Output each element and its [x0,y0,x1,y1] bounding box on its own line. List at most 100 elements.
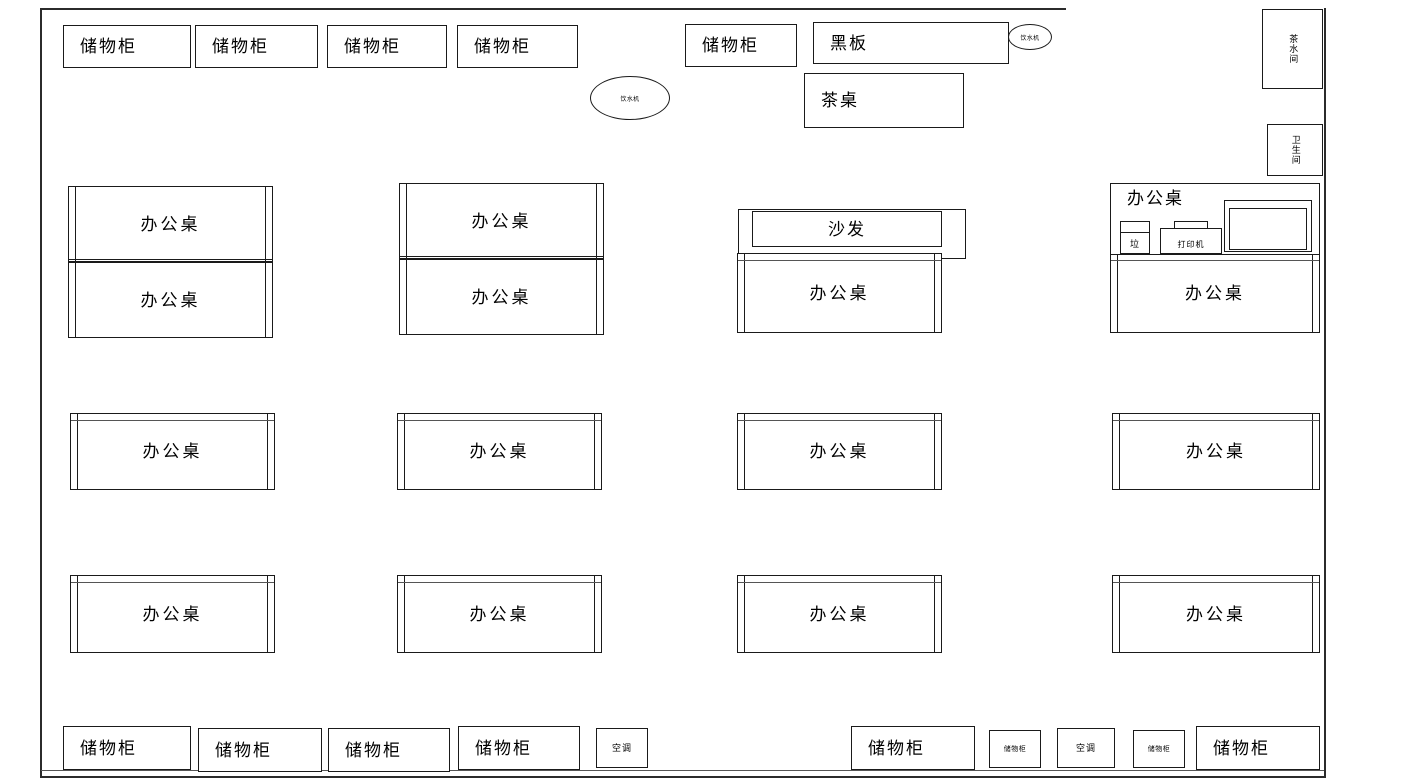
storage-bottom-left-4[interactable]: 储物柜 [458,726,580,770]
desk-label: 办公桌 [471,211,532,231]
trash-bin-label: 垃 [1129,239,1140,249]
desk-label: 办公桌 [1186,442,1246,461]
desk-label: 办公桌 [469,604,530,624]
storage-bottom-left-label: 储物柜 [475,738,532,758]
sofa-label: 沙发 [828,219,866,239]
storage-cabinet-top-3[interactable]: 储物柜 [327,25,447,68]
desk-label: 办公桌 [140,214,201,234]
workstation-label: 办公桌 [1127,189,1184,208]
storage-bottom-left-label: 空调 [611,742,632,753]
water-dispenser-2[interactable]: 饮水机 [1008,24,1052,50]
storage-bottom-right-3[interactable]: 空调 [1057,728,1115,768]
desk-rail-left [744,576,746,652]
desk-row1-6[interactable]: 办公桌 [1110,253,1320,333]
room-vertical-label: 卫生间 [1290,135,1301,165]
desk-label: 办公桌 [1185,283,1245,303]
desk-row1-2[interactable]: 办公桌 [68,262,273,338]
desk-row2-2[interactable]: 办公桌 [397,413,602,490]
desk-row2-4[interactable]: 办公桌 [1112,413,1320,490]
desk-rail-left [406,260,408,334]
desk-rail-right [933,576,935,652]
storage-bottom-left-label: 储物柜 [215,740,272,760]
desk-row1-1[interactable]: 办公桌 [68,186,273,262]
storage-bottom-left-label: 储物柜 [345,740,402,760]
desk-rail-right [1311,576,1313,652]
desk-row1-3[interactable]: 办公桌 [399,183,604,259]
storage-cabinet-top-label: 储物柜 [212,37,269,56]
wall-bottom [40,776,1326,778]
desk-label: 办公桌 [469,442,530,461]
desk-row2-1[interactable]: 办公桌 [70,413,275,490]
desk-rail-top [1113,420,1319,421]
desk-row3-2[interactable]: 办公桌 [397,575,602,653]
desk-rail-left [1119,414,1121,489]
desk-rail-top [1111,260,1319,261]
desk-rail-right [266,414,268,489]
storage-bottom-right-4[interactable]: 储物柜 [1133,730,1185,768]
trash-bin-lid-line [1120,232,1150,233]
storage-bottom-right-label: 储物柜 [868,738,925,758]
wall-left [40,8,42,778]
water-dispenser-1[interactable]: 饮水机 [590,76,670,120]
storage-cabinet-top-label: 储物柜 [344,37,401,56]
storage-bottom-right-label: 空调 [1075,742,1096,753]
storage-bottom-left-1[interactable]: 储物柜 [63,726,191,770]
desk-rail-right [593,576,595,652]
storage-bottom-right-2[interactable]: 储物柜 [989,730,1041,768]
desk-label: 办公桌 [1186,604,1246,624]
desk-rail-left [744,414,746,489]
desk-row1-5[interactable]: 办公桌 [737,253,942,333]
blackboard-label: 黑板 [830,33,868,53]
trash-bin[interactable]: 垃 [1120,221,1150,254]
desk-rail-left [75,263,77,337]
storage-bottom-left-3[interactable]: 储物柜 [328,728,450,772]
desk-label: 办公桌 [142,442,203,461]
desk-rail-left [404,414,406,489]
storage-bottom-right-1[interactable]: 储物柜 [851,726,975,770]
storage-cabinet-top-5[interactable]: 储物柜 [685,24,797,67]
desk-rail-top [738,582,941,583]
desk-row3-4[interactable]: 办公桌 [1112,575,1320,653]
sofa-seat: 沙发 [752,211,942,247]
storage-bottom-left-5[interactable]: 空调 [596,728,648,768]
desk-rail-top [398,582,601,583]
desk-row2-3[interactable]: 办公桌 [737,413,942,490]
printer-small-lid [1174,221,1208,229]
storage-bottom-left-label: 储物柜 [80,738,137,758]
desk-row1-4[interactable]: 办公桌 [399,259,604,335]
tea-table-label: 茶桌 [821,91,859,110]
storage-bottom-right-label: 储物柜 [1147,744,1171,753]
desk-rail-left [75,187,77,261]
storage-cabinet-top-label: 储物柜 [80,37,137,56]
desk-divider-1 [68,259,273,261]
desk-rail-right [933,414,935,489]
room-vertical-2[interactable]: 卫生间 [1267,124,1323,176]
desk-label: 办公桌 [809,442,870,461]
desk-row3-1[interactable]: 办公桌 [70,575,275,653]
storage-bottom-left-2[interactable]: 储物柜 [198,728,322,772]
wall-top [40,8,1066,10]
storage-cabinet-top-4[interactable]: 储物柜 [457,25,578,68]
desk-rail-top [71,420,274,421]
tea-table[interactable]: 茶桌 [804,73,964,128]
desk-rail-right [264,263,266,337]
desk-label: 办公桌 [140,290,201,310]
desk-rail-left [404,576,406,652]
desk-label: 办公桌 [142,604,203,624]
desk-rail-top [398,420,601,421]
desk-rail-top [71,582,274,583]
blackboard[interactable]: 黑板 [813,22,1009,64]
printer-small-label: 打印机 [1177,240,1205,249]
storage-cabinet-top-2[interactable]: 储物柜 [195,25,318,68]
desk-rail-left [1117,254,1119,332]
room-vertical-label: 茶水间 [1288,34,1299,64]
desk-row3-3[interactable]: 办公桌 [737,575,942,653]
room-vertical-1[interactable]: 茶水间 [1262,9,1323,89]
desk-rail-right [933,254,935,332]
desk-rail-left [744,254,746,332]
desk-rail-right [1311,254,1313,332]
storage-cabinet-top-1[interactable]: 储物柜 [63,25,191,68]
storage-bottom-right-5[interactable]: 储物柜 [1196,726,1320,770]
printer-small[interactable]: 打印机 [1160,228,1222,254]
